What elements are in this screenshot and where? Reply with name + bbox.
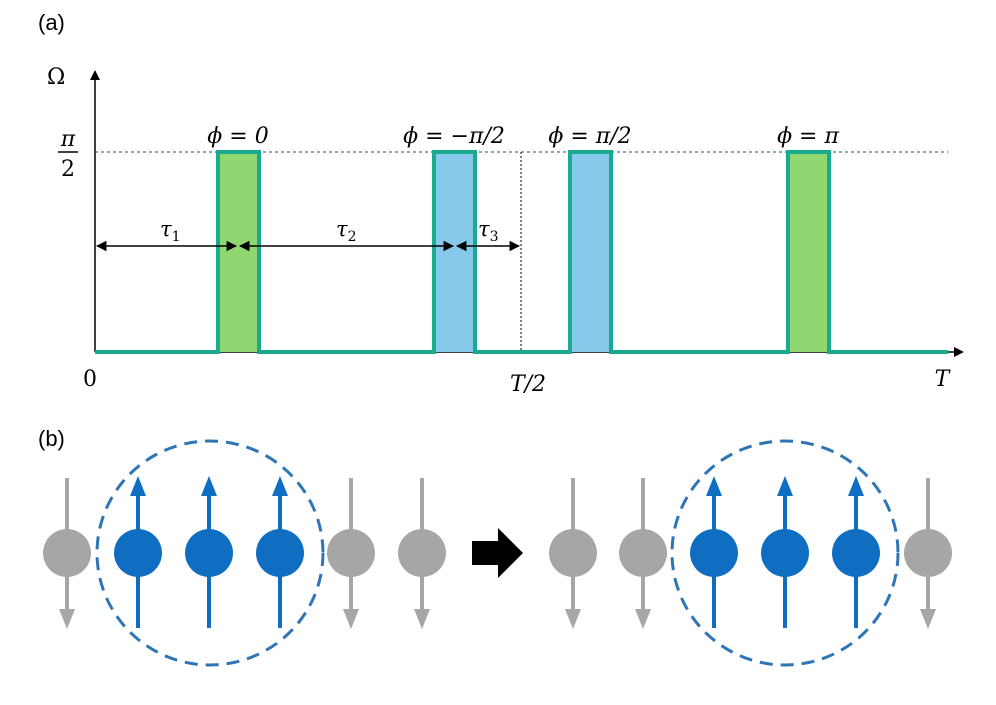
spin-up-site [690, 529, 738, 577]
pulse-3-fill [788, 152, 829, 352]
y-level-denominator: 2 [61, 157, 75, 182]
y-axis-arrowhead [90, 70, 100, 80]
spin-up-site [832, 529, 880, 577]
pulse-0-phase-label: ϕ = 0 [207, 124, 268, 149]
spin-up [185, 476, 233, 628]
spin-down [398, 478, 446, 629]
spin-up [256, 476, 304, 628]
excitation-region-after [670, 439, 900, 667]
spin-up-site [185, 529, 233, 577]
spin-up [832, 476, 880, 628]
excitation-region-before [95, 439, 325, 667]
pulse-3-phase-label: ϕ = π [777, 124, 839, 149]
spin-up-site [761, 529, 809, 577]
spin-up-site [114, 529, 162, 577]
spin-down-site [43, 529, 91, 577]
tau3-label: τ3 [478, 217, 499, 245]
spin-up-arrowhead [272, 476, 288, 496]
pulse-2-phase-label: ϕ = π/2 [548, 124, 631, 149]
spin-down-site [327, 529, 375, 577]
spin-down [549, 478, 597, 629]
panel-b-label: (b) [38, 426, 65, 451]
spin-up [761, 476, 809, 628]
tau1-label: τ1 [160, 217, 181, 245]
spin-down-site [549, 529, 597, 577]
pulse-0-fill [218, 152, 259, 352]
x-axis-arrowhead [954, 347, 964, 357]
spin-chain-after [549, 476, 952, 629]
spin-down-arrowhead [414, 609, 430, 629]
spin-down-arrowhead [635, 609, 651, 629]
spin-up-arrowhead [201, 476, 217, 496]
tau2-label: τ2 [336, 217, 357, 245]
spin-down [619, 478, 667, 629]
spin-up-site [256, 529, 304, 577]
spin-up-arrowhead [848, 476, 864, 496]
pulse-2-fill [570, 152, 611, 352]
spin-up-arrowhead [777, 476, 793, 496]
spin-down-site [904, 529, 952, 577]
transition-arrow [472, 528, 523, 578]
spin-up-arrowhead [130, 476, 146, 496]
panel-b: (b) [38, 426, 952, 667]
panel-a-label: (a) [38, 10, 65, 35]
spin-up-arrowhead [706, 476, 722, 496]
spin-down [327, 478, 375, 629]
y-level-numerator: π [60, 127, 76, 152]
spin-up [114, 476, 162, 628]
spin-down-arrowhead [343, 609, 359, 629]
spin-down-arrowhead [59, 609, 75, 629]
spin-down [904, 478, 952, 629]
pulse-sequence-outline [95, 150, 948, 354]
x-half-period-label: T/2 [510, 372, 546, 397]
spin-down-site [619, 529, 667, 577]
spin-down-arrowhead [920, 609, 936, 629]
spin-chain-before [43, 476, 446, 629]
pulse-1-phase-label: ϕ = −π/2 [403, 124, 505, 149]
x-origin-label: 0 [83, 367, 97, 392]
pulse-1-fill [434, 152, 475, 352]
x-end-label: T [935, 367, 952, 392]
panel-a: (a) Ω π 2 ϕ = 0 ϕ = −π/2 ϕ = π/2 ϕ = π τ… [38, 10, 964, 397]
y-axis-label: Ω [47, 65, 65, 90]
spin-up [690, 476, 738, 628]
spin-down-arrowhead [565, 609, 581, 629]
spin-down [43, 478, 91, 629]
spin-down-site [398, 529, 446, 577]
